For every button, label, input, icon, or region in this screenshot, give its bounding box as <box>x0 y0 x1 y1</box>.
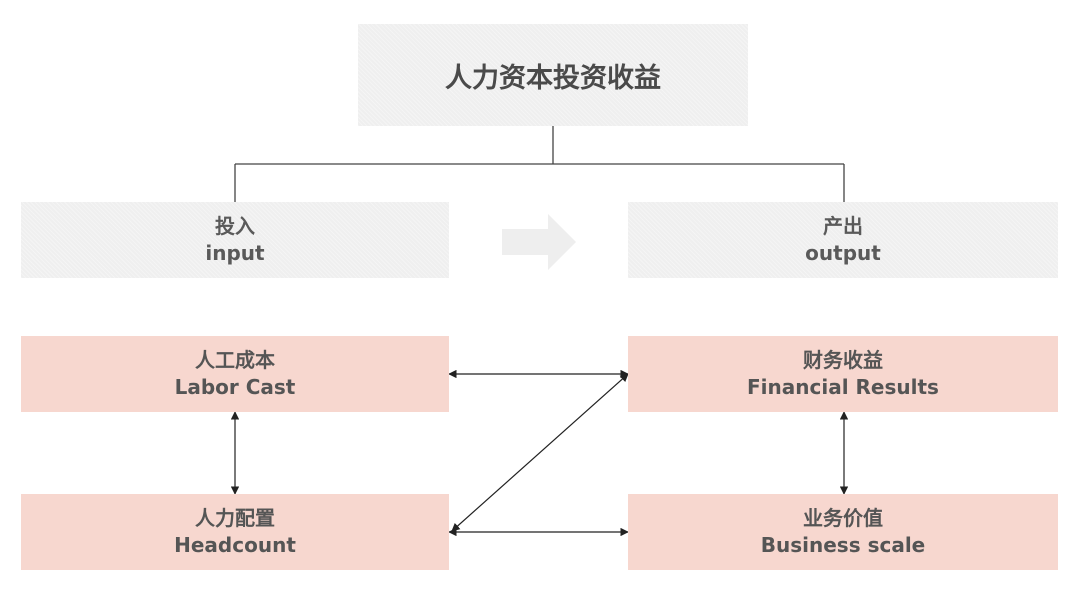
business-scale-en: Business scale <box>760 533 926 557</box>
headcount-zh: 人力配置 <box>195 506 275 530</box>
arrow-headcount-financial <box>451 373 629 532</box>
output-label-zh: 产出 <box>823 214 863 238</box>
diagram-title: 人力资本投资收益 <box>445 62 661 94</box>
input-label-en: input <box>205 241 265 265</box>
labor-cost-en: Labor Cast <box>174 375 296 399</box>
output-header: 产出 output <box>628 202 1058 278</box>
node-labor-cost: 人工成本 Labor Cast <box>21 336 449 412</box>
financial-results-en: Financial Results <box>747 375 939 399</box>
tree-connector <box>234 126 845 202</box>
node-financial-results: 财务收益 Financial Results <box>628 336 1058 412</box>
right-arrow-icon <box>502 214 576 270</box>
input-header: 投入 input <box>21 202 449 278</box>
headcount-en: Headcount <box>174 533 296 557</box>
financial-results-zh: 财务收益 <box>803 348 883 372</box>
diagram-title-box: 人力资本投资收益 <box>358 24 748 126</box>
input-label-zh: 投入 <box>215 214 255 238</box>
node-business-scale: 业务价值 Business scale <box>628 494 1058 570</box>
labor-cost-zh: 人工成本 <box>195 348 275 372</box>
output-label-en: output <box>805 241 881 265</box>
business-scale-zh: 业务价值 <box>803 506 883 530</box>
node-headcount: 人力配置 Headcount <box>21 494 449 570</box>
